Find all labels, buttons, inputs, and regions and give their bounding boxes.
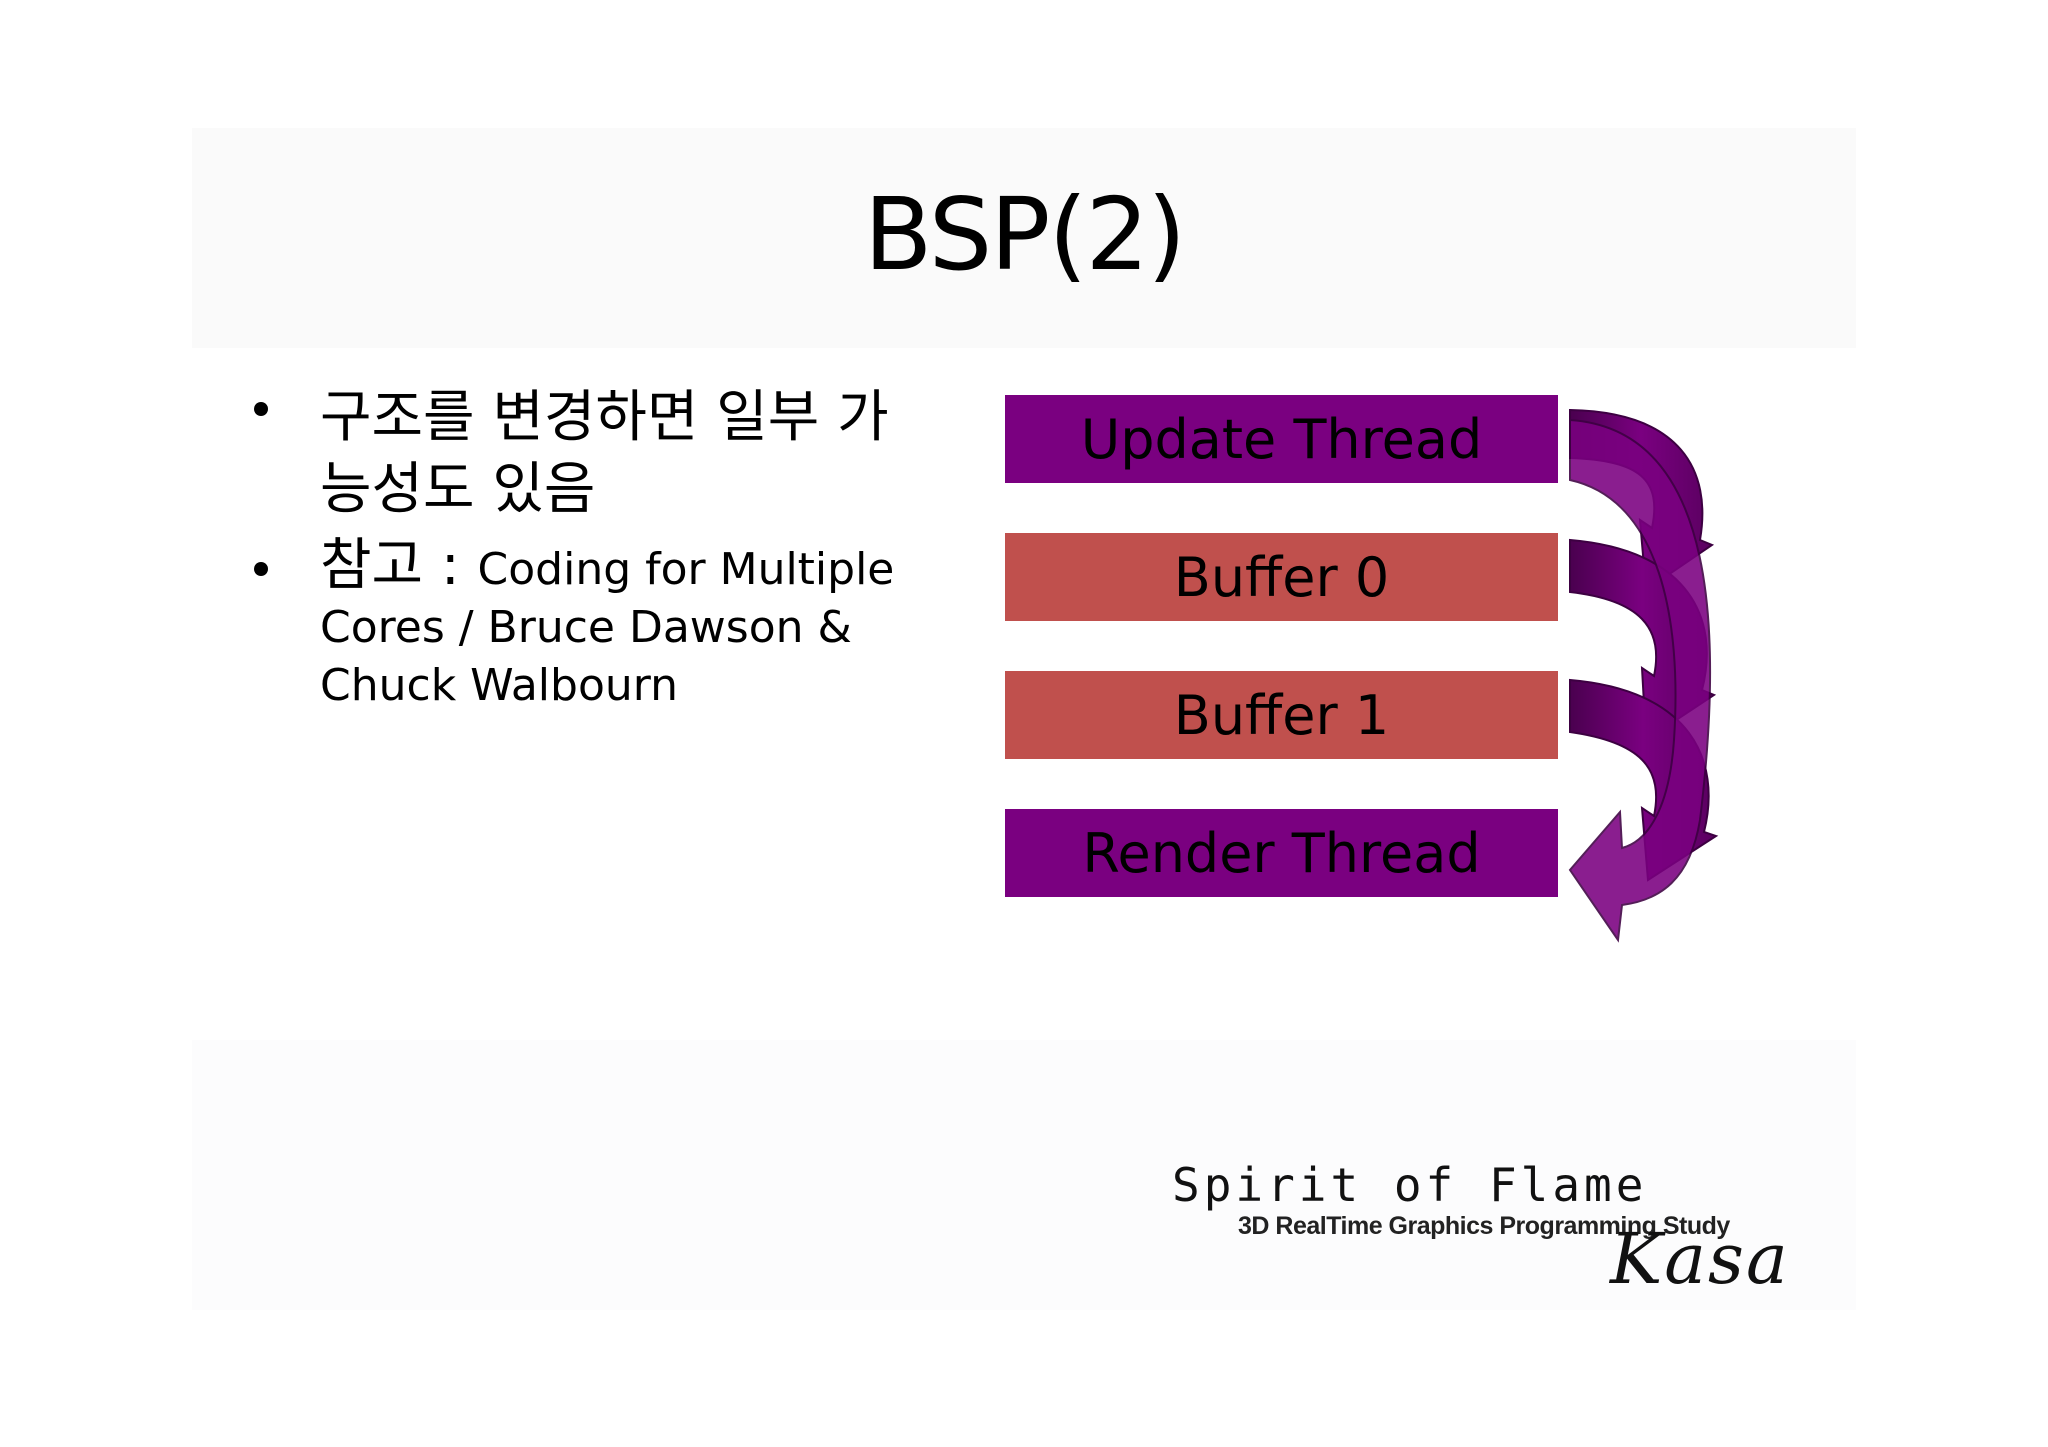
footer-band <box>192 1040 1856 1310</box>
title-band <box>192 128 1856 348</box>
box-label: Buffer 0 <box>1173 545 1390 609</box>
logo-sub-text: 3D RealTime Graphics Programming Study <box>1238 1212 1730 1240</box>
bullet-dot-icon <box>254 562 268 576</box>
buffer-1-box: Buffer 1 <box>1005 671 1558 759</box>
bullet-list: 구조를 변경하면 일부 가능성도 있음 참고 : Coding for Mult… <box>250 382 910 715</box>
spirit-of-flame-logo: Spirit of Flame 3D RealTime Graphics Pro… <box>1170 1158 1830 1308</box>
bullet-lead: 참고 : <box>320 533 478 598</box>
bullet-reference: Coding for Multiple Cores / Bruce Dawson… <box>320 544 895 711</box>
logo-main-text: Spirit of Flame <box>1172 1158 1648 1212</box>
bullet-item: 참고 : Coding for Multiple Cores / Bruce D… <box>250 536 910 715</box>
buffer-0-box: Buffer 0 <box>1005 533 1558 621</box>
box-label: Update Thread <box>1080 407 1483 471</box>
update-thread-box: Update Thread <box>1005 395 1558 483</box>
box-label: Render Thread <box>1082 821 1481 885</box>
bullet-dot-icon <box>254 402 268 416</box>
bullet-item: 구조를 변경하면 일부 가능성도 있음 <box>250 382 910 526</box>
box-label: Buffer 1 <box>1173 683 1390 747</box>
bullet-text: 참고 : Coding for Multiple Cores / Bruce D… <box>320 536 910 715</box>
logo-signature: Kasa <box>1610 1218 1790 1300</box>
arrow-loop-to-render-icon <box>1568 418 1712 943</box>
render-thread-box: Render Thread <box>1005 809 1558 897</box>
slide-title: BSP(2) <box>863 176 1186 293</box>
bullet-text: 구조를 변경하면 일부 가능성도 있음 <box>320 385 889 522</box>
